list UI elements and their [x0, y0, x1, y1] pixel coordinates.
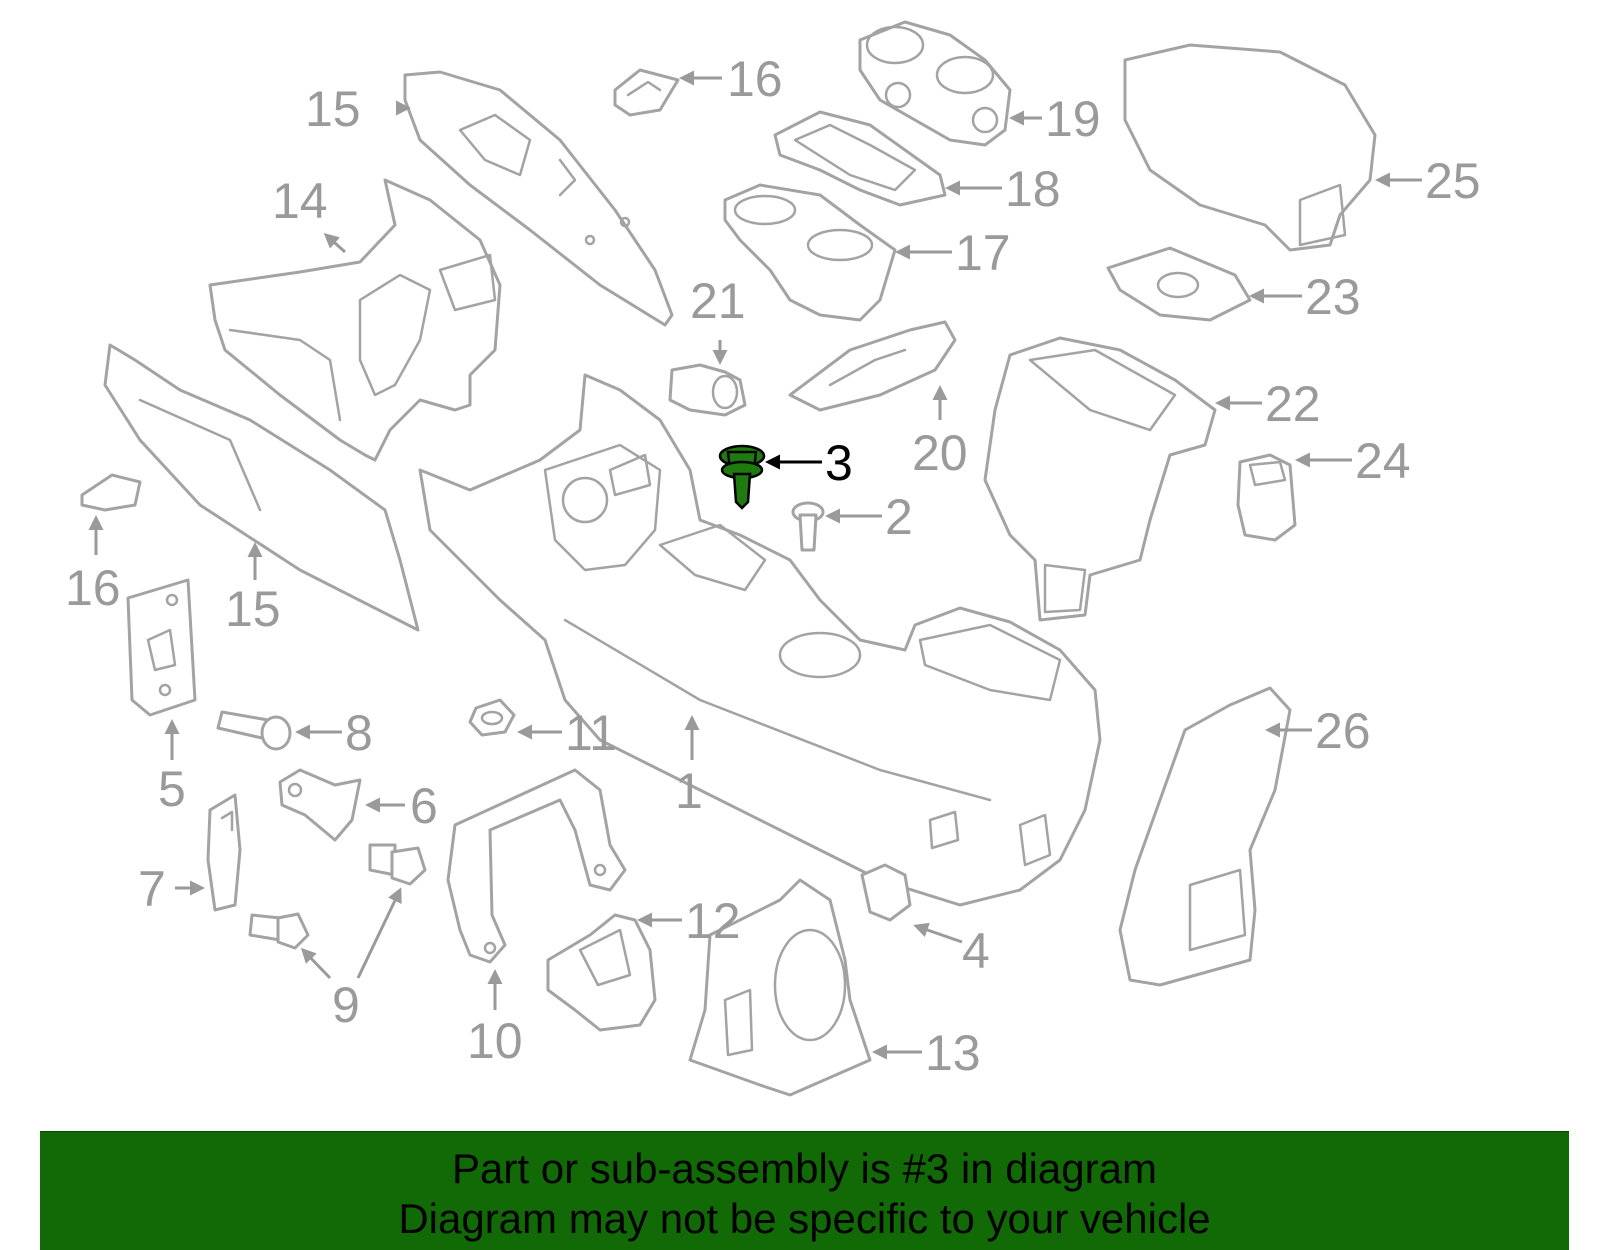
callout-22: 22 [1265, 376, 1321, 432]
part-6-bracket [278, 768, 362, 842]
part-21-plug [668, 363, 747, 417]
part-25-armrest-lid [1123, 43, 1377, 252]
callout-25: 25 [1425, 153, 1481, 209]
part-16-clip-left [80, 473, 142, 512]
callout-6: 6 [410, 778, 438, 834]
part-15-upper-panel [403, 70, 674, 327]
callout-5: 5 [158, 761, 186, 817]
callout-20: 20 [912, 425, 968, 481]
part-1-center-console [418, 373, 1102, 907]
part-15-side-panel [103, 343, 420, 632]
parts-diagram: 15 16 19 18 17 25 23 22 24 26 14 21 20 3… [65, 20, 1481, 1097]
callout-10: 10 [467, 1013, 523, 1069]
callout-14: 14 [272, 173, 328, 229]
callout-7: 7 [138, 861, 166, 917]
callout-9: 9 [332, 977, 360, 1033]
callout-12: 12 [685, 893, 741, 949]
callout-11: 11 [565, 705, 617, 761]
part-2-screw [791, 501, 825, 552]
banner-line-disclaimer: Diagram may not be specific to your vehi… [398, 1195, 1211, 1242]
part-7-bracket [206, 793, 242, 912]
part-24-switch [1236, 453, 1297, 542]
part-5-bracket [126, 578, 197, 717]
callout-1: 1 [675, 763, 703, 819]
callout-2: 2 [885, 489, 913, 545]
part-13-bracket-assembly [688, 878, 872, 1097]
banner-line-part-info: Part or sub-assembly is #3 in diagram [452, 1145, 1157, 1192]
callout-15-lower: 15 [225, 581, 281, 637]
part-17-cup-insert [723, 183, 897, 322]
part-20-trim-plate [788, 320, 957, 412]
callout-15-upper: 15 [305, 81, 361, 137]
part-12-shifter-base [546, 913, 657, 1032]
part-26-side-trim [1118, 686, 1292, 987]
part-10-frame [446, 768, 627, 964]
part-16-clip-upper [613, 68, 680, 117]
part-3-bolt-highlighted [718, 444, 766, 510]
part-9-bolt-lower [248, 912, 310, 950]
callout-17: 17 [955, 225, 1011, 281]
callout-23: 23 [1305, 269, 1361, 325]
callouts: 15 16 19 18 17 25 23 22 24 26 14 21 20 3… [65, 51, 1481, 1081]
callout-19: 19 [1045, 91, 1101, 147]
callout-18: 18 [1005, 161, 1061, 217]
part-11-nut [468, 698, 516, 737]
part-19-cup-holder [858, 20, 1012, 147]
callout-3-highlighted: 3 [825, 435, 853, 491]
callout-26: 26 [1315, 703, 1371, 759]
part-8-bolt [216, 710, 292, 751]
part-4-cap [860, 863, 912, 922]
part-14-trim-bezel [208, 178, 502, 462]
part-9-bolt-upper [368, 843, 427, 886]
part-23-pad [1106, 246, 1252, 322]
part-22-storage-bin [983, 336, 1217, 622]
callout-4: 4 [962, 923, 990, 979]
callout-16-upper: 16 [727, 51, 783, 107]
callout-21: 21 [690, 273, 746, 329]
callout-16-left: 16 [65, 560, 121, 616]
callout-13: 13 [925, 1025, 981, 1081]
info-banner: Part or sub-assembly is #3 in diagram Di… [40, 1131, 1569, 1250]
callout-8: 8 [345, 705, 373, 761]
callout-24: 24 [1355, 433, 1411, 489]
